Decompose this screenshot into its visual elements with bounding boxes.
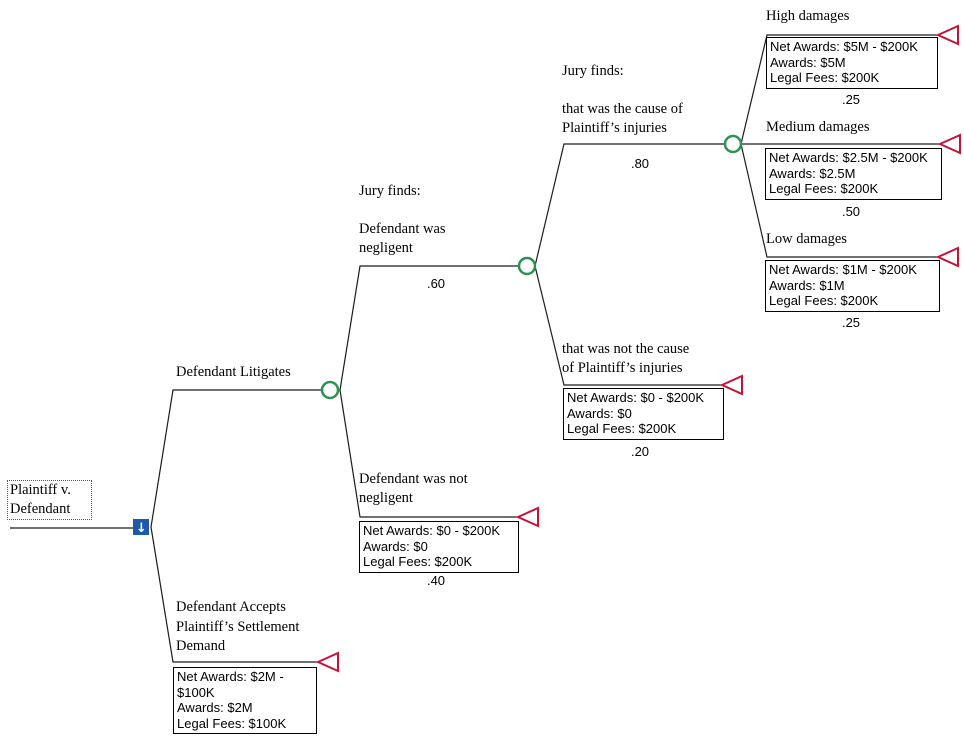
probability-low-damages[interactable]: .25 xyxy=(841,315,861,330)
branch-label-not-negligent[interactable]: Defendant was not negligent xyxy=(359,471,468,506)
terminal-node-settle[interactable] xyxy=(315,651,339,673)
branch-line-not-cause xyxy=(534,265,722,386)
payoff-line: Awards: $0 xyxy=(567,405,632,421)
payoff-line: Legal Fees: $200K xyxy=(363,554,473,569)
payoff-line: Net Awards: $0 - $200K xyxy=(567,390,705,405)
chance-node-litigate[interactable] xyxy=(320,380,340,400)
probability-not-negligent[interactable]: .40 xyxy=(426,573,446,588)
payoff-line: Awards: $1M xyxy=(769,277,845,293)
payoff-box-not-cause[interactable]: Net Awards: $0 - $200K Awards: $0 Legal … xyxy=(563,388,724,440)
payoff-line: Net Awards: $0 - $200K xyxy=(363,523,501,538)
terminal-node-not-cause[interactable] xyxy=(719,374,743,396)
payoff-line: Awards: $2.5M xyxy=(769,165,856,181)
branch-line-high xyxy=(740,34,938,145)
branch-line-negligent xyxy=(339,265,518,391)
payoff-line: Legal Fees: $100K xyxy=(177,715,287,731)
payoff-line: Legal Fees: $200K xyxy=(769,293,879,308)
branch-line-not-negligent xyxy=(339,389,518,518)
terminal-node-medium[interactable] xyxy=(937,133,961,155)
payoff-line: Net Awards: $2M - $100K xyxy=(177,669,284,700)
payoff-line: Legal Fees: $200K xyxy=(769,181,879,196)
probability-negligent[interactable]: .60 xyxy=(426,276,446,291)
branch-label-litigate[interactable]: Defendant Litigates xyxy=(176,364,291,380)
terminal-node-high[interactable] xyxy=(935,24,959,46)
payoff-box-low[interactable]: Net Awards: $1M - $200K Awards: $1M Lega… xyxy=(765,260,940,312)
probability-high-damages[interactable]: .25 xyxy=(841,92,861,107)
terminal-node-low[interactable] xyxy=(935,246,959,268)
branch-label-medium-damages[interactable]: Medium damages xyxy=(766,119,870,135)
payoff-line: Awards: $0 xyxy=(363,538,428,554)
decision-node[interactable] xyxy=(133,519,149,535)
payoff-line: Legal Fees: $200K xyxy=(770,70,880,85)
chance-node-negligent[interactable] xyxy=(517,256,537,276)
probability-not-cause[interactable]: .20 xyxy=(630,444,650,459)
payoff-line: Awards: $2M xyxy=(177,700,253,715)
payoff-box-medium[interactable]: Net Awards: $2.5M - $200K Awards: $2.5M … xyxy=(765,148,942,200)
branch-line-settle xyxy=(150,526,318,663)
probability-medium-damages[interactable]: .50 xyxy=(841,204,861,219)
payoff-line: Net Awards: $1M - $200K xyxy=(769,262,917,277)
payoff-line: Net Awards: $5M - $200K xyxy=(770,39,918,54)
chance-node-cause[interactable] xyxy=(723,134,743,154)
down-arrow-icon: ↓ xyxy=(136,521,147,536)
branch-line-low xyxy=(740,143,938,258)
branch-label-settle[interactable]: Defendant Accepts Plaintiff’s Settlement… xyxy=(176,599,300,654)
payoff-line: Legal Fees: $200K xyxy=(567,421,677,436)
terminal-node-not-negligent[interactable] xyxy=(515,506,539,528)
branch-line-cause xyxy=(534,143,724,267)
probability-cause[interactable]: .80 xyxy=(630,156,650,171)
payoff-box-high[interactable]: Net Awards: $5M - $200K Awards: $5M Lega… xyxy=(766,37,938,89)
root-node-label[interactable]: Plaintiff v. Defendant xyxy=(7,480,92,520)
branch-line-litigate xyxy=(150,389,321,528)
payoff-line: Net Awards: $2.5M - $200K xyxy=(769,150,928,165)
payoff-box-settle[interactable]: Net Awards: $2M - $100K Awards: $2M Lega… xyxy=(173,667,317,734)
branch-label-cause[interactable]: Jury finds: that was the cause of Plaint… xyxy=(562,63,683,136)
branch-label-high-damages[interactable]: High damages xyxy=(766,8,850,24)
branch-label-negligent[interactable]: Jury finds: Defendant was negligent xyxy=(359,183,446,256)
payoff-box-not-negligent[interactable]: Net Awards: $0 - $200K Awards: $0 Legal … xyxy=(359,521,519,573)
branch-label-low-damages[interactable]: Low damages xyxy=(766,231,847,247)
branch-label-not-cause[interactable]: that was not the cause of Plaintiff’s in… xyxy=(562,341,690,376)
payoff-line: Awards: $5M xyxy=(770,54,846,70)
